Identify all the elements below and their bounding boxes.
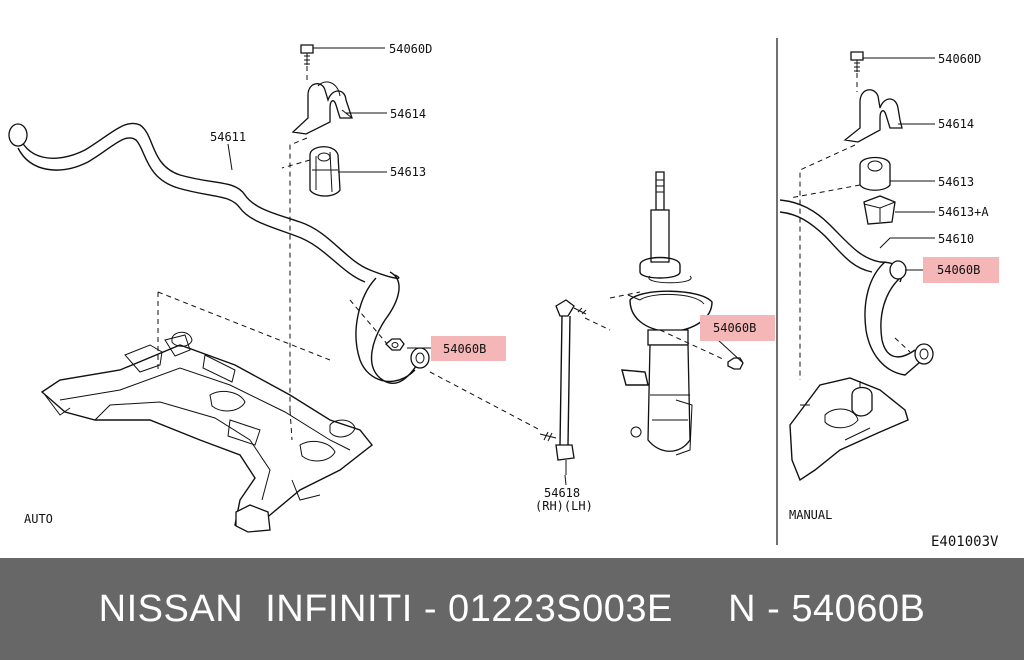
label-nut-left: 54060B xyxy=(443,342,486,356)
label-link-side: (RH)(LH) xyxy=(535,499,593,513)
bushing-54613-left xyxy=(309,146,341,197)
nut-54060b-strut xyxy=(727,357,744,370)
highlight-nut-left xyxy=(431,336,506,361)
nut-54060b-left xyxy=(385,338,405,351)
stabilizer-bar-left xyxy=(8,122,430,384)
label-variant-auto: AUTO xyxy=(24,512,53,526)
label-variant-manual: MANUAL xyxy=(789,508,832,522)
highlight-nut-right xyxy=(923,257,999,283)
bracket-54614-left xyxy=(291,81,353,135)
label-diagram-code: E401003V xyxy=(931,534,999,550)
subframe-left xyxy=(40,331,373,533)
parts-diagram: 54060D 54614 54613 54611 54060B 54618 (R… xyxy=(8,38,999,550)
label-bar-right: 54610 xyxy=(938,232,974,246)
label-bushing-right-a: 54613+A xyxy=(938,205,989,219)
strut-assembly xyxy=(621,171,713,456)
subframe-right xyxy=(789,377,909,482)
bolt-54060d-right xyxy=(850,51,864,72)
label-bolt-right: 54060D xyxy=(938,52,981,66)
label-bolt-left: 54060D xyxy=(389,42,432,56)
label-nut-right: 54060B xyxy=(937,263,980,277)
label-link-part: 54618 xyxy=(544,486,580,500)
label-bar-left: 54611 xyxy=(210,130,246,144)
bracket-54614-right xyxy=(843,89,903,143)
caption-text: NISSAN INFINITI - 01223S003E N - 54060B xyxy=(98,587,926,630)
bushing-54613a-right xyxy=(863,195,896,225)
stabilizer-link-54618 xyxy=(539,299,587,475)
label-bracket-right: 54614 xyxy=(938,117,974,131)
label-bracket-left: 54614 xyxy=(390,107,426,121)
caption-bar: NISSAN INFINITI - 01223S003E N - 54060B xyxy=(0,558,1024,660)
label-nut-strut: 54060B xyxy=(713,321,756,335)
highlight-nut-strut xyxy=(700,315,775,341)
stabilizer-bar-right xyxy=(779,199,934,376)
bolt-54060d-left xyxy=(300,44,314,65)
label-bushing-left: 54613 xyxy=(390,165,426,179)
label-bushing-right: 54613 xyxy=(938,175,974,189)
bushing-54613-right xyxy=(859,156,891,191)
